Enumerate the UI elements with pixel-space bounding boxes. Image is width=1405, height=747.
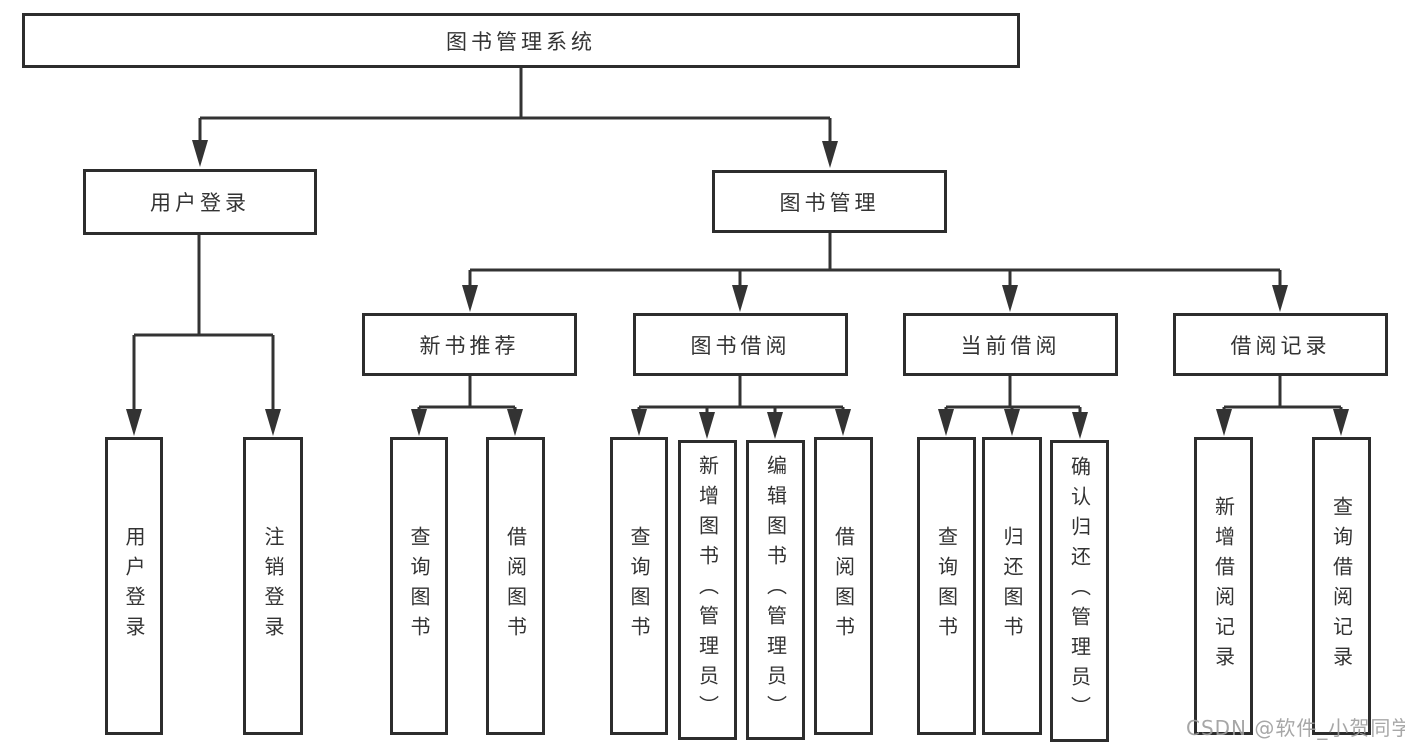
arrow-down-icon bbox=[1333, 409, 1349, 436]
node-book-management: 图书管理 bbox=[712, 170, 947, 233]
node-label: 查询图书 bbox=[407, 526, 431, 646]
node-label: 编辑图书（管理员） bbox=[763, 455, 788, 725]
node-label: 归还图书 bbox=[1000, 526, 1024, 646]
arrow-down-icon bbox=[411, 409, 427, 436]
node-library-system: 图书管理系统 bbox=[22, 13, 1020, 68]
arrow-down-icon bbox=[462, 285, 478, 312]
node-label: 新增借阅记录 bbox=[1211, 496, 1236, 676]
node-current-borrow: 当前借阅 bbox=[903, 313, 1118, 376]
node-label: 新书推荐 bbox=[419, 333, 520, 358]
node-label: 用户登录 bbox=[150, 191, 250, 215]
node-new-book-recommend: 新书推荐 bbox=[362, 313, 577, 376]
arrow-down-icon bbox=[1002, 285, 1018, 312]
connector-root-to-level2 bbox=[198, 68, 832, 147]
arrow-down-icon bbox=[699, 412, 715, 439]
node-label: 借阅图书 bbox=[831, 526, 856, 646]
arrow-down-icon bbox=[1004, 409, 1020, 436]
node-label: 用户登录 bbox=[122, 526, 146, 646]
node-label: 查询借阅记录 bbox=[1329, 496, 1354, 676]
csdn-watermark: CSDN @软件_小贺同学 bbox=[1186, 716, 1405, 740]
arrow-down-icon bbox=[938, 409, 954, 436]
arrow-down-icon bbox=[835, 409, 851, 436]
node-label: 当前借阅 bbox=[960, 333, 1061, 358]
leaf-confirm-return-admin: 确认归还（管理员） bbox=[1050, 440, 1109, 742]
connector-book-borrow-to-leaves bbox=[637, 376, 845, 417]
node-label: 新增图书（管理员） bbox=[695, 455, 720, 725]
connector-book-mgmt-to-groups bbox=[468, 233, 1282, 290]
arrow-down-icon bbox=[1216, 409, 1232, 436]
node-label: 查询图书 bbox=[627, 526, 651, 646]
leaf-user-login: 用户登录 bbox=[105, 437, 163, 735]
leaf-borrow-books: 借阅图书 bbox=[486, 437, 545, 735]
leaf-query-books: 查询图书 bbox=[610, 437, 668, 735]
arrow-down-icon bbox=[767, 412, 783, 439]
arrow-down-icon bbox=[1272, 285, 1288, 312]
node-label: 图书借阅 bbox=[690, 333, 791, 358]
arrow-down-icon bbox=[265, 409, 281, 436]
node-label: 注销登录 bbox=[261, 526, 285, 646]
arrow-down-icon bbox=[192, 140, 208, 167]
node-label: 查询图书 bbox=[934, 526, 959, 646]
leaf-add-borrow-record: 新增借阅记录 bbox=[1194, 437, 1253, 735]
arrow-down-icon bbox=[1072, 412, 1088, 439]
arrow-down-icon bbox=[507, 409, 523, 436]
node-label: 图书管理系统 bbox=[446, 29, 596, 54]
node-label: 确认归还（管理员） bbox=[1067, 456, 1092, 726]
node-label: 借阅记录 bbox=[1230, 333, 1331, 358]
connector-new-book-rec-to-leaves bbox=[417, 376, 517, 414]
leaf-borrow-books: 借阅图书 bbox=[814, 437, 873, 735]
leaf-query-books: 查询图书 bbox=[390, 437, 448, 735]
leaf-query-books: 查询图书 bbox=[917, 437, 976, 735]
leaf-add-books-admin: 新增图书（管理员） bbox=[678, 440, 737, 740]
arrow-down-icon bbox=[732, 285, 748, 312]
leaf-edit-books-admin: 编辑图书（管理员） bbox=[746, 440, 805, 740]
node-user-login: 用户登录 bbox=[83, 169, 317, 235]
node-book-borrow: 图书借阅 bbox=[633, 313, 848, 376]
arrow-down-icon bbox=[631, 409, 647, 436]
node-borrow-records: 借阅记录 bbox=[1173, 313, 1388, 376]
connector-borrow-records-to-leaves bbox=[1222, 376, 1343, 414]
leaf-logout: 注销登录 bbox=[243, 437, 303, 735]
arrow-down-icon bbox=[822, 141, 838, 168]
node-label: 图书管理 bbox=[779, 190, 880, 215]
connector-user-login-to-leaves bbox=[132, 235, 275, 414]
leaf-return-books: 归还图书 bbox=[982, 437, 1042, 735]
node-label: 借阅图书 bbox=[503, 526, 528, 646]
leaf-query-borrow-record: 查询借阅记录 bbox=[1312, 437, 1371, 735]
arrow-down-icon bbox=[126, 409, 142, 436]
